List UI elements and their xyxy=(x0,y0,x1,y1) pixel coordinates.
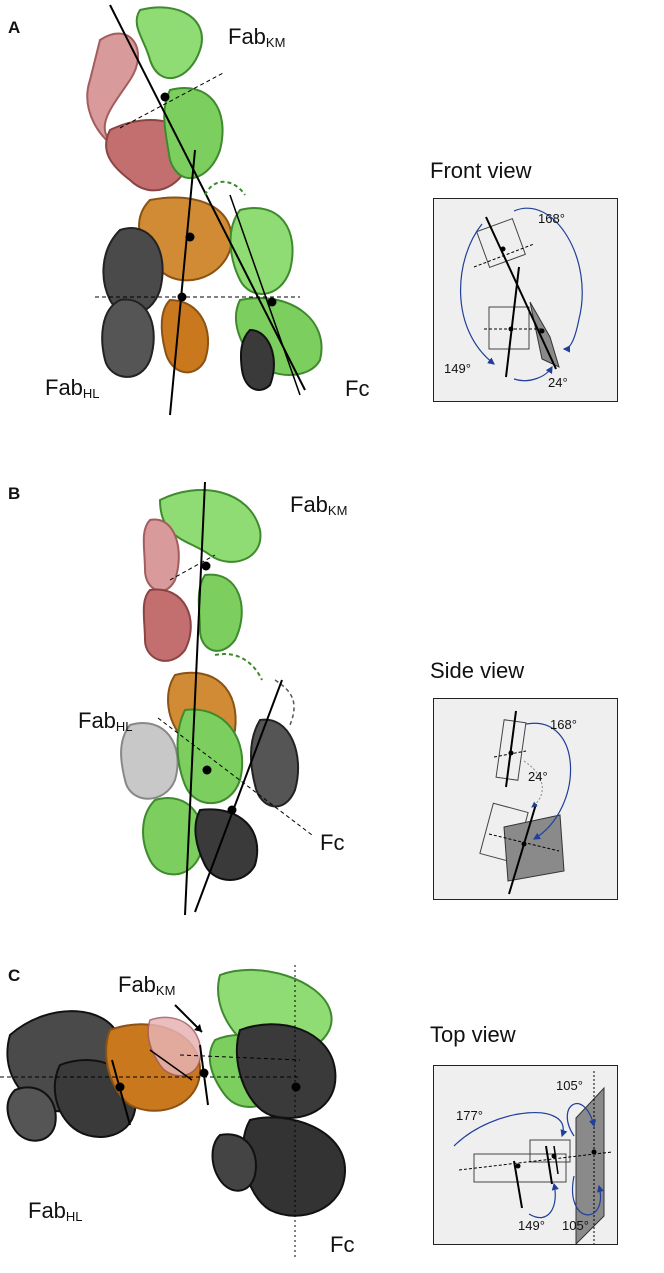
fc-domain xyxy=(211,1023,347,1217)
fab-hl-label: FabHL xyxy=(78,708,133,734)
fab-km xyxy=(142,489,262,662)
fc-label: Fc xyxy=(320,830,345,855)
fab-km-label: FabKM xyxy=(228,24,286,50)
angle-label: 105° xyxy=(562,1218,589,1233)
fab-km-label: FabKM xyxy=(118,972,176,998)
view-title: Top view xyxy=(430,1022,516,1047)
view-title: Front view xyxy=(430,158,532,183)
top-view-diagram xyxy=(453,1071,613,1246)
angle-label: 168° xyxy=(550,717,577,732)
angle-label: 24° xyxy=(528,769,548,784)
structure-front xyxy=(86,4,323,416)
fab-km-label: FabKM xyxy=(290,492,348,518)
panel-a: A F xyxy=(0,0,664,420)
side-view-diagram xyxy=(479,710,572,895)
side-view-schematic: 168° 24° xyxy=(433,698,618,900)
front-view-diagram xyxy=(460,207,583,382)
angle-label: 177° xyxy=(456,1108,483,1123)
panel-letter: B xyxy=(8,484,21,503)
structure-top xyxy=(0,965,347,1260)
fab-km-heavy-chain xyxy=(135,6,224,180)
top-view-schematic: 177° 105° 149° 105° xyxy=(433,1065,618,1246)
angle-label: 105° xyxy=(556,1078,583,1093)
panel-b: B FabKM FabHL Fc Side view xyxy=(0,480,664,920)
angle-label: 149° xyxy=(444,361,471,376)
fc-label: Fc xyxy=(330,1232,355,1257)
fab-hl-label: FabHL xyxy=(45,375,100,401)
fab-hl-label: FabHL xyxy=(28,1198,83,1224)
panel-letter: A xyxy=(8,18,21,37)
structure-side xyxy=(120,481,313,916)
angle-label: 168° xyxy=(538,211,565,226)
front-view-schematic: 168° 149° 24° xyxy=(433,198,618,402)
fab-hl xyxy=(101,196,233,378)
fc-label: Fc xyxy=(345,376,370,401)
panel-c: C FabKM FabHL Fc Top view xyxy=(0,960,664,1273)
fab-hl-fc-complex xyxy=(120,671,300,881)
panel-letter: C xyxy=(8,966,21,985)
angle-label: 24° xyxy=(548,375,568,390)
view-title: Side view xyxy=(430,658,525,683)
angle-label: 149° xyxy=(518,1218,545,1233)
